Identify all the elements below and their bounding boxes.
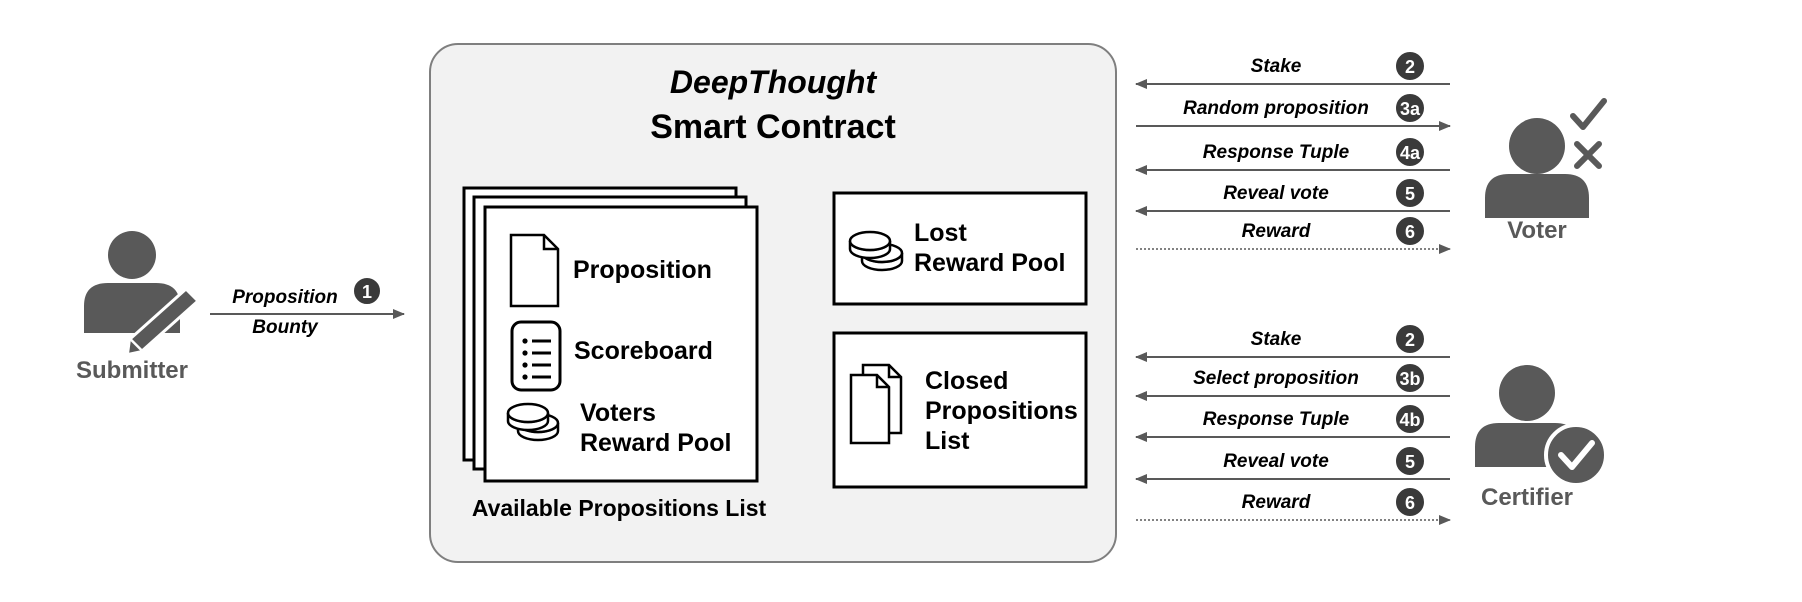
- closed-line1: Closed: [925, 367, 1009, 395]
- contract-title: Smart Contract: [650, 108, 896, 146]
- lost-pool-line2: Reward Pool: [914, 249, 1066, 277]
- available-list-caption: Available Propositions List: [471, 495, 767, 521]
- certifier-step-label-2: Select proposition: [1193, 368, 1359, 389]
- certifier-step-label-3: Response Tuple: [1202, 409, 1350, 430]
- certifier-step-label-5: Reward: [1241, 492, 1311, 513]
- certifier-step-number-3: 4b: [1399, 410, 1420, 430]
- certifier-step-badge-3: 4b: [1394, 403, 1426, 435]
- voter-step-number-5: 6: [1405, 222, 1415, 242]
- voter-step-badge-5: 6: [1394, 215, 1426, 247]
- submitter-arrow-label-top: Proposition: [232, 287, 338, 308]
- voter-step-label-4: Reveal vote: [1223, 183, 1329, 204]
- closed-line2: Propositions: [925, 397, 1078, 425]
- voter-step-number-4: 5: [1405, 184, 1415, 204]
- voter-step-label-5: Reward: [1241, 221, 1311, 242]
- certifier-step-badge-1: 2: [1394, 323, 1426, 355]
- certifier-step-badge-2: 3b: [1394, 362, 1426, 394]
- lost-reward-pool-label: Lost Reward Pool: [914, 218, 1065, 278]
- document-icon: [509, 233, 560, 308]
- submitter-arrow-label-bottom: Bounty: [252, 317, 318, 338]
- proposition-label: Proposition: [573, 256, 712, 284]
- voters-label-line2: Reward Pool: [580, 429, 732, 457]
- certifier-step-label-1: Stake: [1250, 329, 1302, 350]
- certifier-step-number-2: 3b: [1399, 369, 1420, 389]
- voter-step-badge-2: 3a: [1394, 92, 1426, 124]
- certifier-label: Certifier: [1480, 484, 1574, 511]
- voter-step-number-1: 2: [1405, 57, 1415, 77]
- certifier-step-badge-4: 5: [1394, 445, 1426, 477]
- certifier-step-label-4: Reveal vote: [1223, 451, 1329, 472]
- scoreboard-icon: [510, 320, 562, 392]
- svg-text:1: 1: [362, 282, 372, 302]
- voter-step-number-3: 4a: [1400, 143, 1421, 163]
- voter-step-badge-4: 5: [1394, 177, 1426, 209]
- voter-person-icon: [1485, 118, 1589, 218]
- closed-propositions-label: Closed Propositions List: [925, 366, 1078, 456]
- voter-step-label-2: Random proposition: [1183, 98, 1369, 119]
- voters-reward-pool-label: Voters Reward Pool: [580, 398, 731, 458]
- voter-step-label-3: Response Tuple: [1202, 142, 1350, 163]
- scoreboard-label: Scoreboard: [574, 337, 713, 365]
- certifier-step-number-1: 2: [1405, 330, 1415, 350]
- submitter-label: Submitter: [75, 357, 188, 384]
- voter-step-number-2: 3a: [1400, 99, 1421, 119]
- certified-check-badge-icon: [1544, 423, 1608, 487]
- voter-label: Voter: [1507, 217, 1567, 244]
- pencil-icon: [126, 286, 201, 356]
- step-badge-1: 1: [352, 276, 382, 306]
- cross-icon: [1574, 141, 1602, 169]
- voters-label-line1: Voters: [580, 399, 656, 427]
- closed-line3: List: [925, 427, 970, 455]
- coins-icon: [506, 402, 560, 442]
- lost-pool-line1: Lost: [914, 219, 967, 247]
- voter-step-badge-1: 2: [1394, 50, 1426, 82]
- lost-pool-coins-icon: [848, 230, 904, 272]
- voter-step-badge-3: 4a: [1394, 136, 1426, 168]
- interaction-arrows: 2 3a 4a 5 6 2 3b 4b 5 6: [1135, 50, 1451, 525]
- certifier-step-number-5: 6: [1405, 493, 1415, 513]
- certifier-step-number-4: 5: [1405, 452, 1415, 472]
- stacked-documents-icon: [849, 363, 903, 445]
- voter-step-label-1: Stake: [1250, 56, 1302, 77]
- checkmark-icon: [1570, 98, 1607, 130]
- contract-title-italic: DeepThought: [669, 64, 877, 100]
- certifier-step-badge-5: 6: [1394, 486, 1426, 518]
